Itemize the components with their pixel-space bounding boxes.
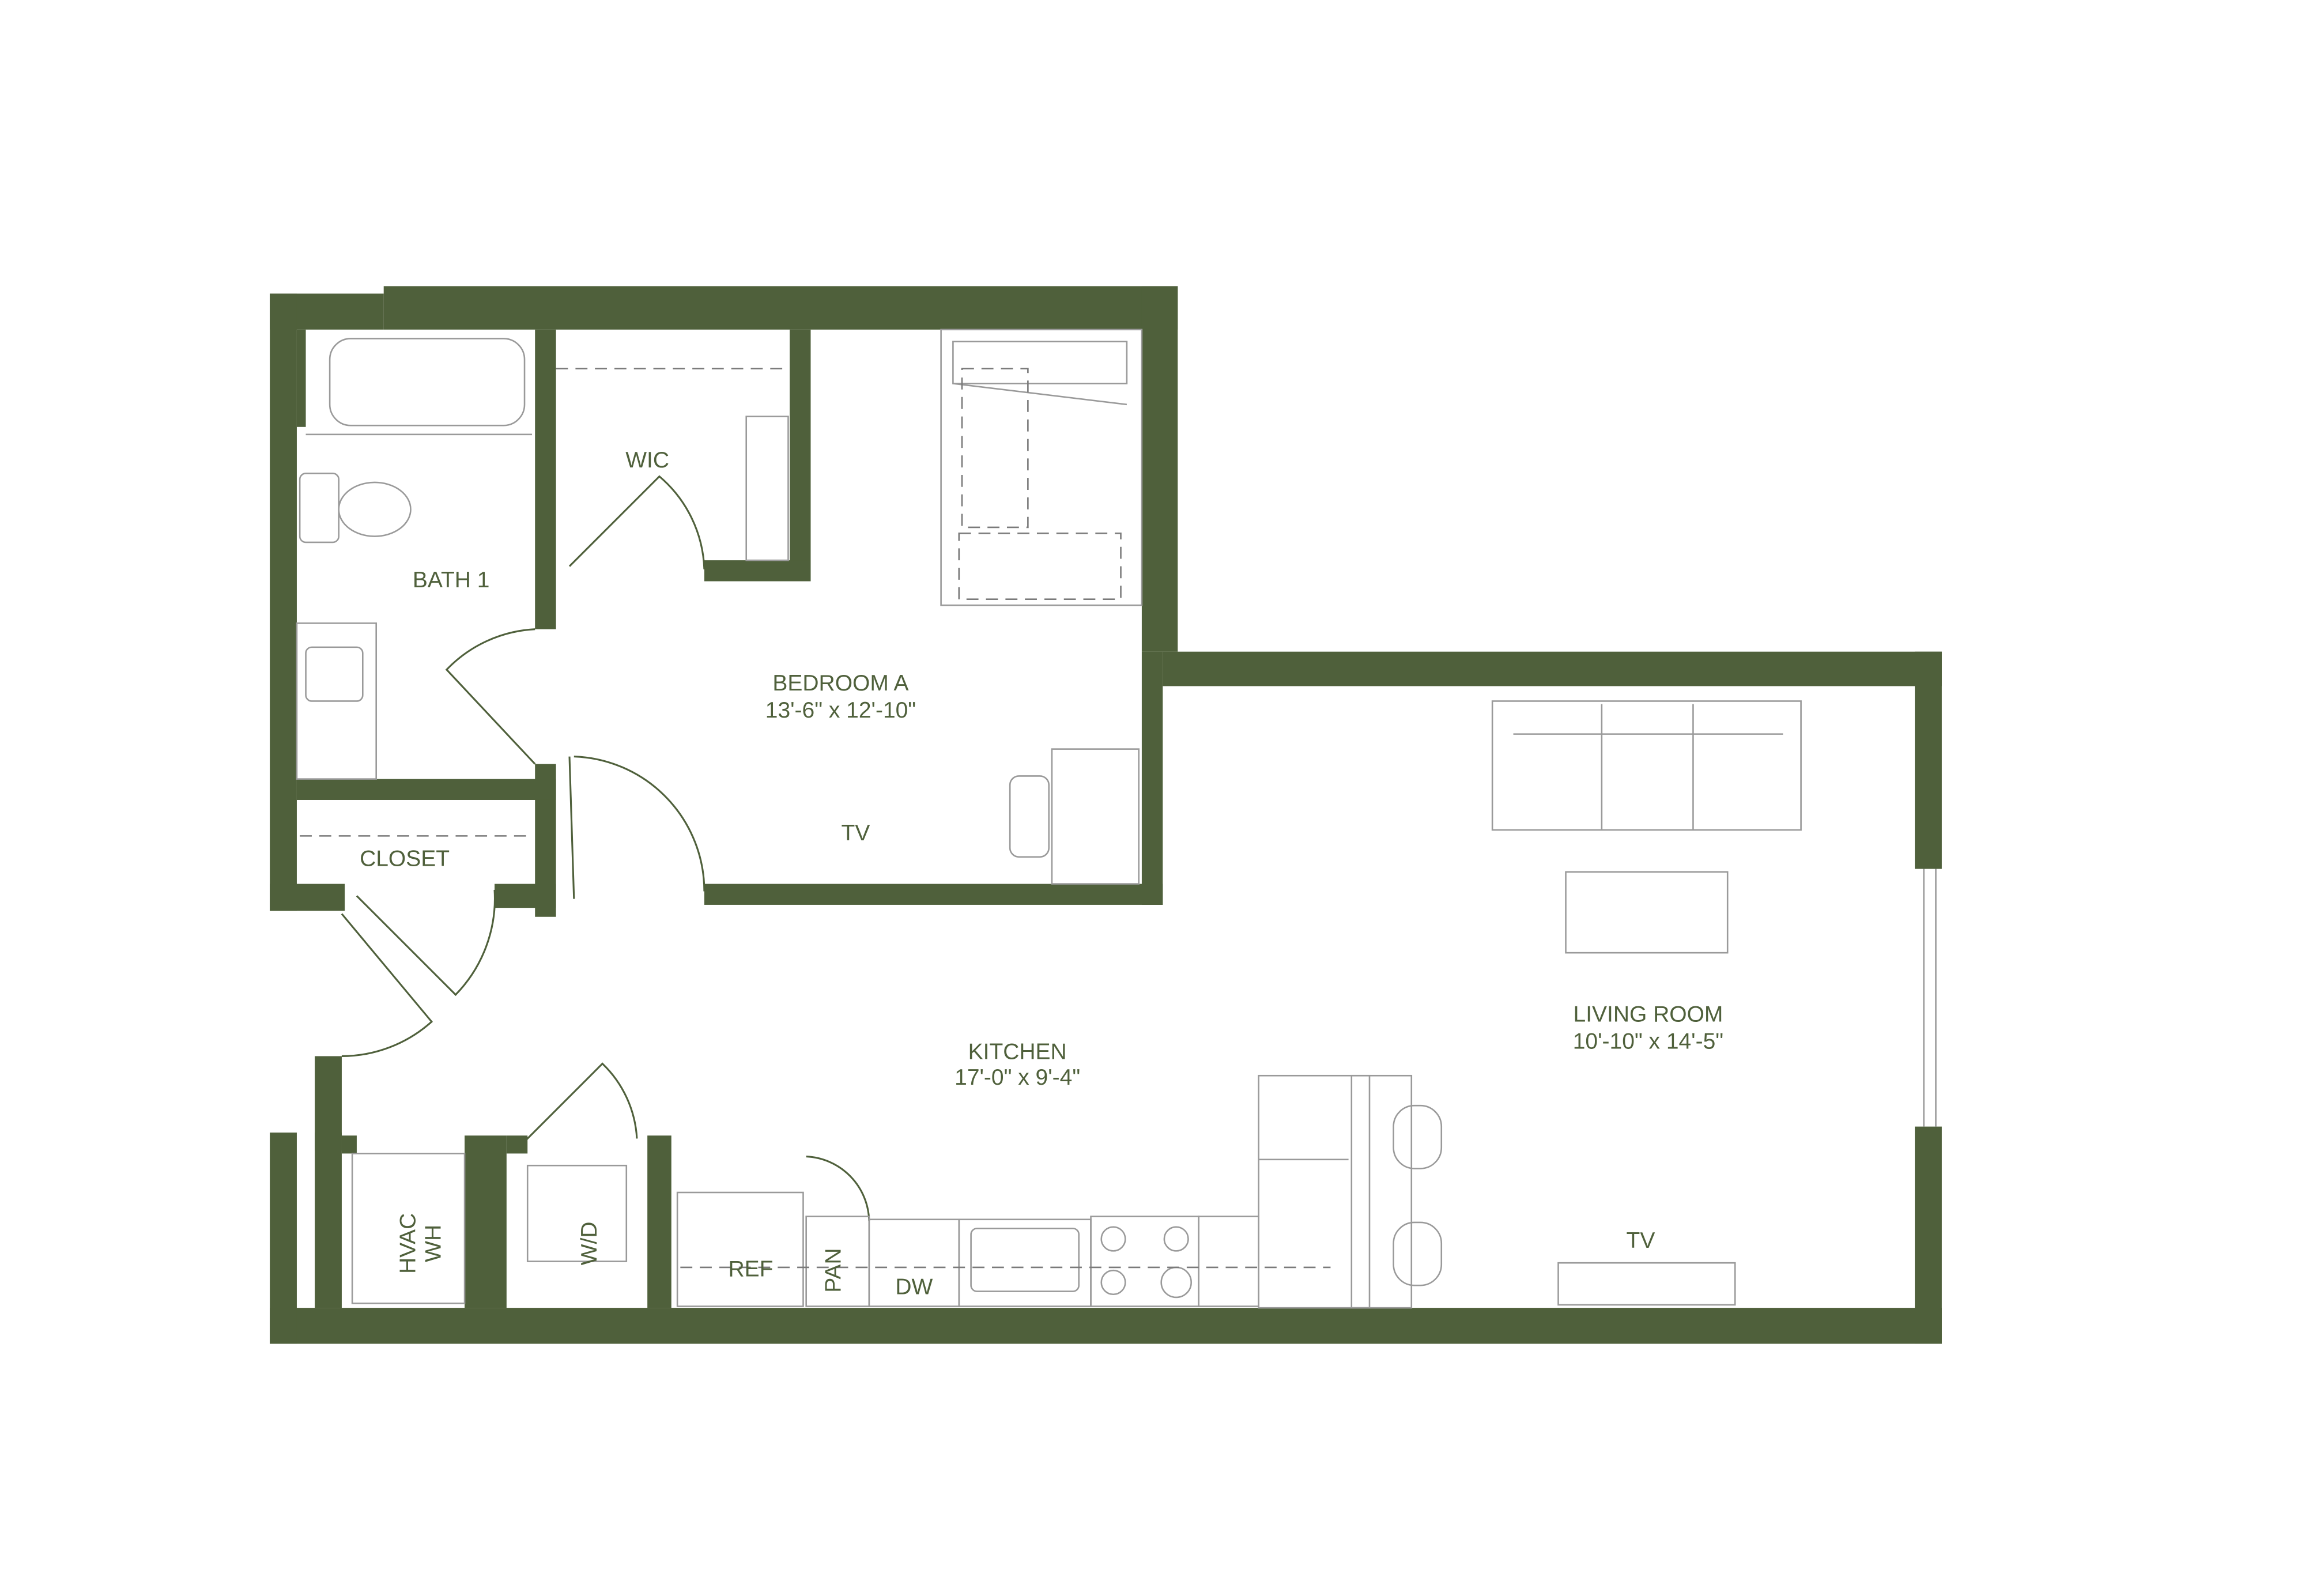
chair	[1009, 775, 1050, 858]
wd-label: W/D	[577, 1221, 602, 1265]
hvac-closet	[351, 1153, 466, 1304]
hvac-label: HVAC	[395, 1213, 420, 1274]
living-label: LIVING ROOM	[1574, 1002, 1723, 1027]
desk	[1051, 748, 1140, 885]
living-tv-label: TV	[1627, 1228, 1655, 1253]
bathtub	[329, 338, 526, 427]
kitchen-dims: 17'-0" x 9'-4"	[954, 1065, 1080, 1090]
bath-sink	[305, 646, 364, 702]
refrigerator	[676, 1191, 804, 1307]
bed	[940, 329, 1143, 606]
wic-label: WIC	[625, 448, 669, 473]
kitchen-island	[1258, 1074, 1413, 1309]
bedroom-label: BEDROOM A	[772, 671, 908, 696]
bath-label: BATH 1	[413, 568, 490, 592]
stool	[1393, 1104, 1443, 1169]
pan-label: PAN	[821, 1248, 846, 1293]
bedroom-dims: 13'-6" x 12'-10"	[765, 698, 916, 723]
living-dims: 10'-10" x 14'-5"	[1573, 1029, 1723, 1054]
toilet	[338, 481, 412, 537]
bedroom-tv-label: TV	[842, 821, 870, 846]
washer-dryer	[526, 1164, 628, 1262]
doors	[341, 475, 870, 1221]
walls	[270, 286, 1942, 1344]
kitchen-sink-counter	[958, 1218, 1092, 1307]
sofa	[1491, 700, 1802, 831]
kitchen-sink	[970, 1228, 1080, 1292]
wh-label: WH	[421, 1225, 446, 1262]
bath-vanity	[296, 622, 378, 780]
closet-label: CLOSET	[360, 846, 450, 871]
kitchen-label: KITCHEN	[968, 1040, 1067, 1065]
tv-console	[1557, 1262, 1736, 1306]
dw-label: DW	[895, 1275, 933, 1300]
ref-label: REF	[729, 1257, 774, 1282]
stool	[1393, 1221, 1443, 1286]
fixtures	[296, 329, 1937, 1309]
coffee-table	[1565, 871, 1729, 954]
